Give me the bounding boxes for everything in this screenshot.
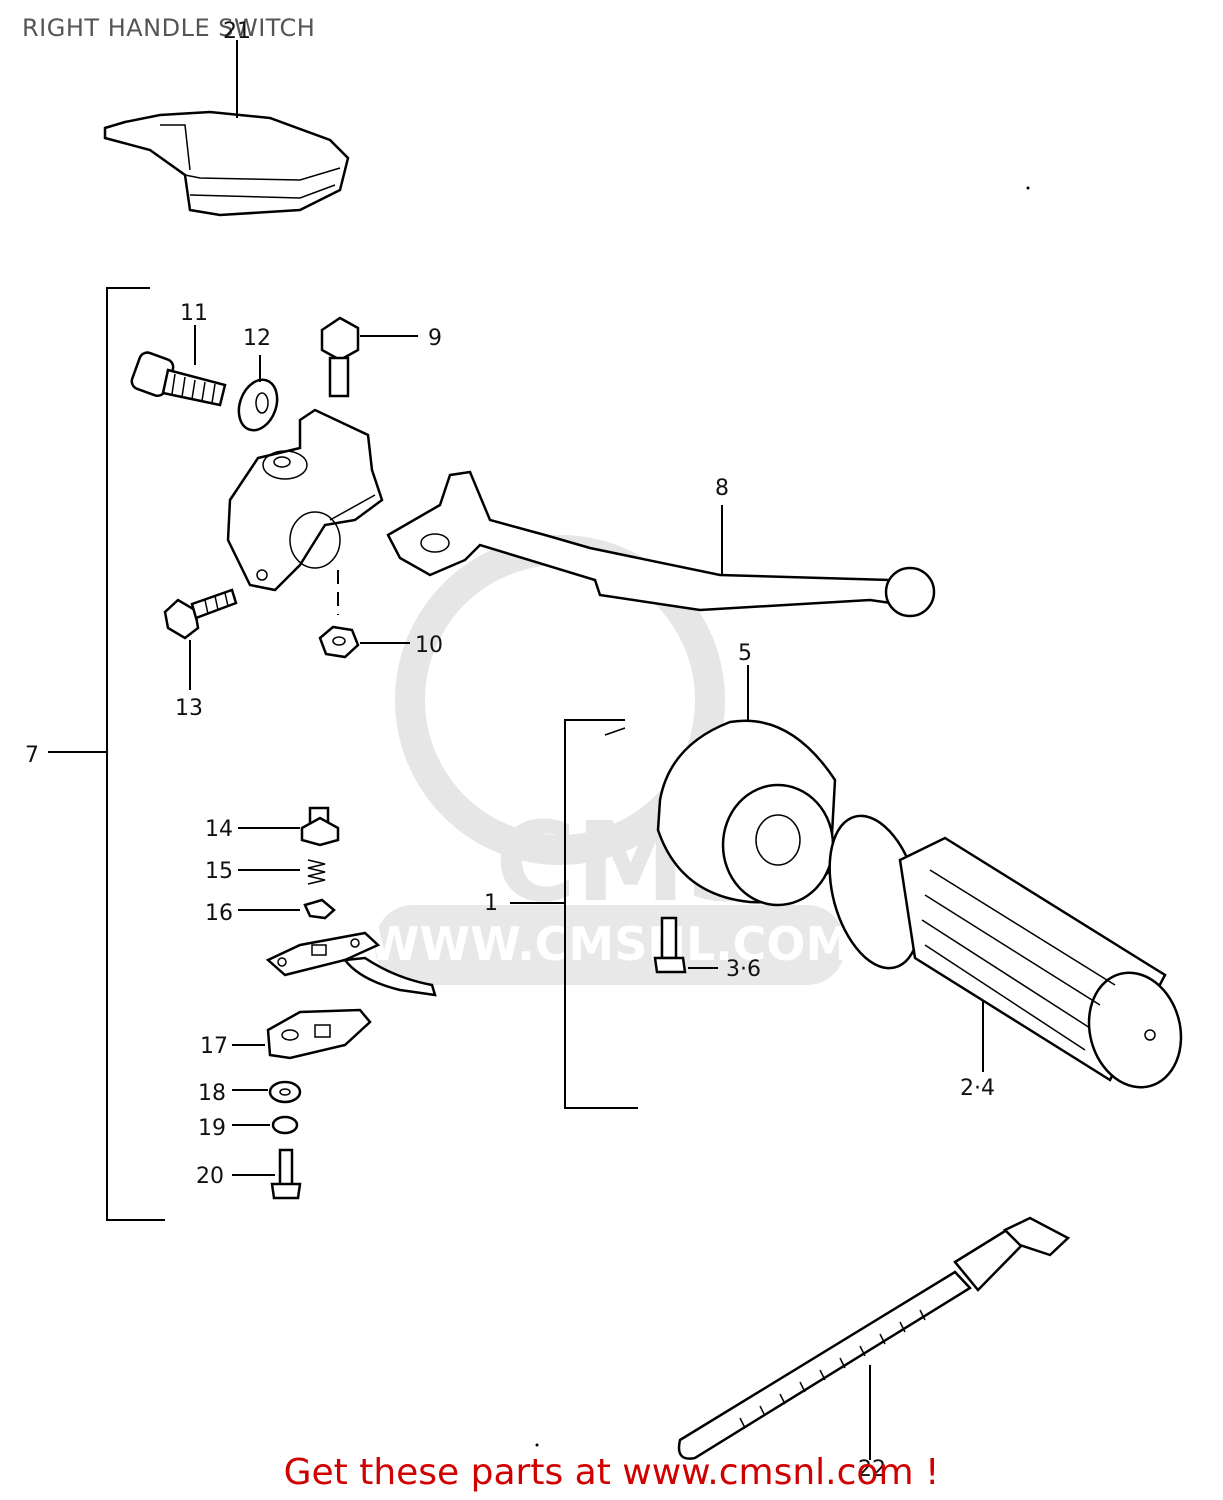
part-2-4-grip[interactable] [814,806,1193,1098]
bracket-7 [48,287,165,1221]
bracket-1 [510,719,638,1109]
scan-dot [1026,186,1030,190]
callout-3-6: 3·6 [726,957,761,982]
part-20-screw[interactable] [232,1148,302,1200]
footer-link[interactable]: Get these parts at www.cmsnl.com ! [283,1452,940,1493]
lever-holder[interactable] [226,408,384,615]
callout-10: 10 [415,633,443,658]
part-11-adjuster-bolt[interactable] [130,325,227,407]
watermark: CMS WWW.CMSNL.COM [369,535,852,985]
callout-14: 14 [205,817,233,842]
part-8-lever[interactable] [386,470,936,618]
callout-19: 19 [198,1116,226,1141]
callout-11: 11 [180,301,208,326]
part-10-nut[interactable] [318,625,410,659]
callout-5: 5 [738,641,752,666]
callout-17: 17 [200,1034,228,1059]
callout-9: 9 [428,326,442,351]
callout-20: 20 [196,1164,224,1189]
switch-plate[interactable] [265,931,437,997]
diagram-title: RIGHT HANDLE SWITCH [22,14,316,42]
callout-1: 1 [484,891,498,916]
part-5-throttle-housing[interactable] [604,665,837,907]
part-14-screw[interactable] [238,806,340,847]
callout-22: 22 [858,1457,886,1482]
watermark-site: WWW.CMSNL.COM [369,917,852,971]
part-22-cable-tie[interactable] [677,1216,1071,1460]
callout-12: 12 [243,326,271,351]
callout-15: 15 [205,859,233,884]
part-13-screw[interactable] [163,588,238,690]
callout-21: 21 [223,19,251,44]
callout-8: 8 [715,476,729,501]
part-17-switch-housing[interactable] [232,1008,372,1060]
part-9-pivot-bolt[interactable] [320,316,418,398]
callout-2-4: 2·4 [960,1076,995,1101]
part-16-clip[interactable] [238,898,336,920]
part-18-washer[interactable] [232,1080,302,1104]
part-12-lock-nut[interactable] [232,355,284,436]
part-15-spring[interactable] [238,859,326,885]
scan-dot [535,1443,539,1447]
callout-7: 7 [25,743,39,768]
part-21-switch-cover[interactable] [103,40,350,217]
callout-13: 13 [175,696,203,721]
part-3-6-screw[interactable] [653,916,718,974]
part-19-lock-washer[interactable] [232,1115,299,1135]
callout-18: 18 [198,1081,226,1106]
callout-16: 16 [205,901,233,926]
